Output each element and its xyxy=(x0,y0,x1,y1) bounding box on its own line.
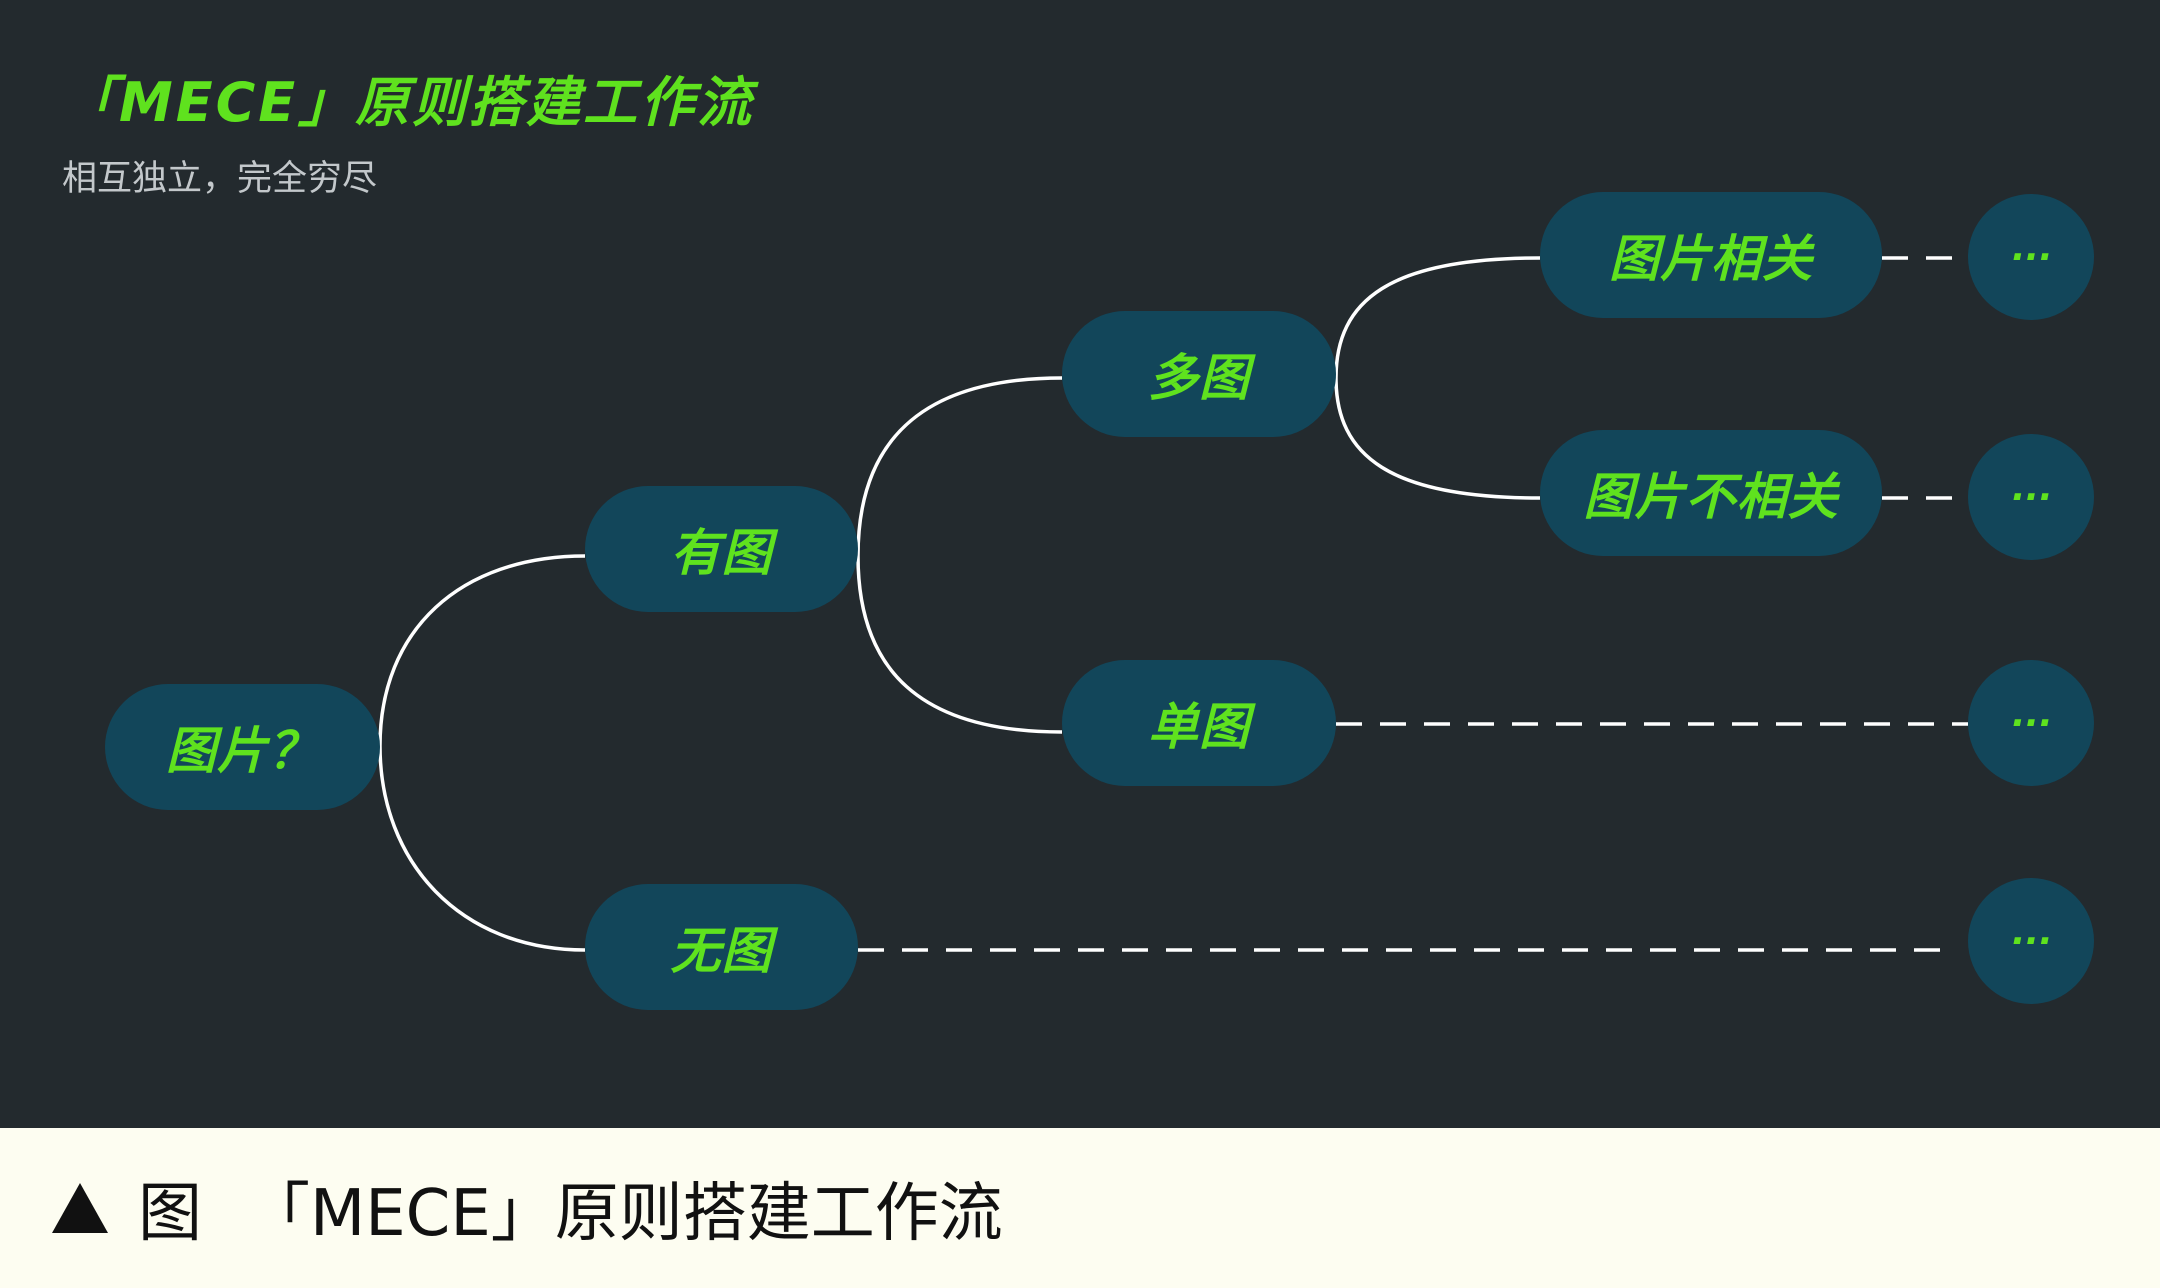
edge-multi-related xyxy=(1334,256,1541,379)
node-more-no-image: ··· xyxy=(1968,878,2094,1004)
node-more-unrelated: ··· xyxy=(1968,434,2094,560)
node-multi-image: 多图 xyxy=(1062,311,1336,437)
diagram-title: 「MECE」原则搭建工作流 xyxy=(62,71,755,134)
node-single-image: 单图 xyxy=(1062,660,1336,786)
node-unrelated: 图片不相关 xyxy=(1540,430,1882,556)
figure-caption: 图 「MECE」原则搭建工作流 xyxy=(0,1128,2160,1288)
edge-has-single xyxy=(856,555,1063,734)
edge-root-has-image xyxy=(378,554,586,747)
connector-lines xyxy=(378,256,1968,952)
node-no-image: 无图 xyxy=(585,884,858,1010)
caption-text: 「MECE」原则搭建工作流 xyxy=(246,1177,1003,1251)
node-has-image: 有图 xyxy=(585,486,858,612)
diagram-subtitle: 相互独立，完全穷尽 xyxy=(62,159,378,199)
node-related: 图片相关 xyxy=(1540,192,1882,318)
node-root: 图片？ xyxy=(105,684,380,810)
triangle-icon xyxy=(52,1183,108,1233)
edge-multi-unrelated xyxy=(1334,377,1541,500)
diagram-panel: 「MECE」原则搭建工作流 相互独立，完全穷尽 图片？ 有图 无图 多图 单图 … xyxy=(62,71,2094,1010)
node-more-related: ··· xyxy=(1968,194,2094,320)
caption-label: 图 xyxy=(138,1177,202,1251)
node-more-single: ··· xyxy=(1968,660,2094,786)
edge-root-no-image xyxy=(378,745,586,952)
edge-has-multi xyxy=(856,376,1063,557)
